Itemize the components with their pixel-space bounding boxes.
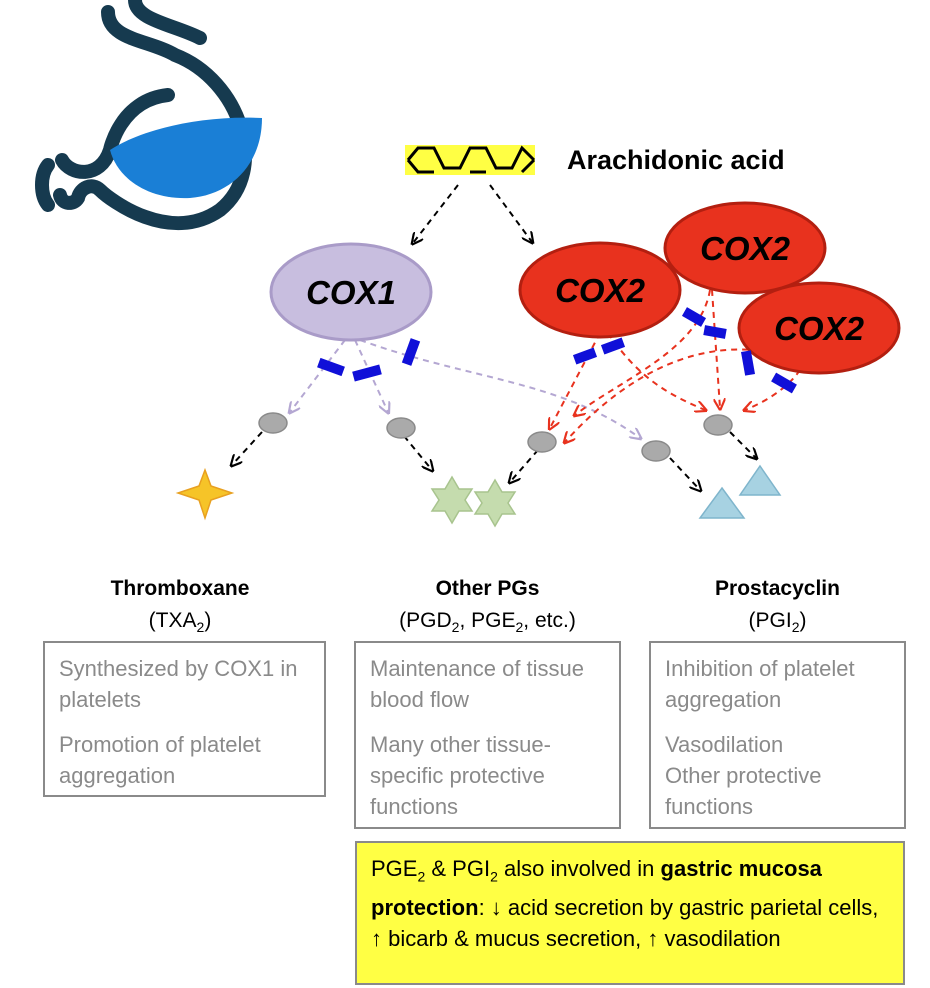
note-line: Many other tissue-specific protective fu… bbox=[370, 732, 551, 819]
cox1-enzyme: COX1 bbox=[269, 242, 433, 342]
inhibitor-bar bbox=[352, 364, 382, 382]
cox2-label: COX2 bbox=[774, 310, 865, 347]
triangle-icon bbox=[738, 464, 782, 496]
inhibitor-bar bbox=[401, 338, 421, 366]
note-line: Promotion of platelet aggregation bbox=[59, 732, 261, 788]
cox2-label: COX2 bbox=[555, 272, 646, 309]
prostacyclin-abbr: (PGI2) bbox=[748, 609, 807, 636]
intermediate-oval bbox=[527, 431, 557, 453]
note-line: Synthesized by COX1 in platelets bbox=[59, 656, 298, 712]
inhibitor-bar bbox=[572, 347, 598, 365]
cox1-label: COX1 bbox=[306, 274, 396, 311]
inhibitor-bar bbox=[771, 372, 797, 394]
thromboxane-title: Thromboxane bbox=[110, 577, 250, 600]
arachidonic-acid-icon bbox=[405, 145, 536, 175]
hexagram-icon bbox=[473, 478, 517, 528]
cox-pathway-diagram: Arachidonic acid COX1 COX2 COX2 bbox=[35, 0, 901, 528]
arachidonic-acid-label: Arachidonic acid bbox=[567, 145, 785, 175]
other-pgs-notes: Maintenance of tissue blood flow Many ot… bbox=[354, 641, 621, 829]
thromboxane-notes: Synthesized by COX1 in platelets Promoti… bbox=[43, 641, 326, 797]
prostacyclin-title: Prostacyclin bbox=[715, 577, 840, 600]
note-line: Other protective functions bbox=[665, 763, 822, 819]
triangle-icon bbox=[698, 486, 746, 519]
note-line: Inhibition of platelet aggregation bbox=[665, 656, 855, 712]
intermediate-oval bbox=[641, 440, 671, 462]
hexagram-icon bbox=[430, 475, 474, 525]
cox2-enzyme: COX2 bbox=[518, 241, 682, 339]
thromboxane-abbr: (TXA2) bbox=[148, 609, 212, 636]
cox2-enzyme: COX2 bbox=[737, 281, 901, 375]
intermediate-oval bbox=[386, 417, 416, 439]
note-line: Vasodilation bbox=[665, 732, 784, 757]
intermediate-oval bbox=[703, 414, 733, 436]
inhibitor-bar bbox=[703, 325, 727, 339]
inhibitor-bar bbox=[317, 357, 345, 377]
intermediate-oval bbox=[258, 412, 288, 434]
other-pgs-abbr: (PGD2, PGE2, etc.) bbox=[399, 609, 576, 636]
cox2-label: COX2 bbox=[700, 230, 791, 267]
prostacyclin-notes: Inhibition of platelet aggregation Vasod… bbox=[649, 641, 906, 829]
cox2-enzyme: COX2 bbox=[663, 201, 827, 295]
inhibitor-bar bbox=[681, 307, 707, 327]
other-pgs-title: Other PGs bbox=[435, 577, 540, 600]
inhibitor-bar bbox=[740, 350, 756, 376]
inhibitor-bar bbox=[600, 337, 626, 355]
gastric-protection-callout: PGE2 & PGI2 also involved in gastric muc… bbox=[355, 841, 905, 985]
star-icon bbox=[175, 467, 235, 521]
stomach-icon bbox=[35, 0, 262, 230]
inhibitor-bars bbox=[317, 307, 797, 394]
note-line: Maintenance of tissue blood flow bbox=[370, 656, 585, 712]
